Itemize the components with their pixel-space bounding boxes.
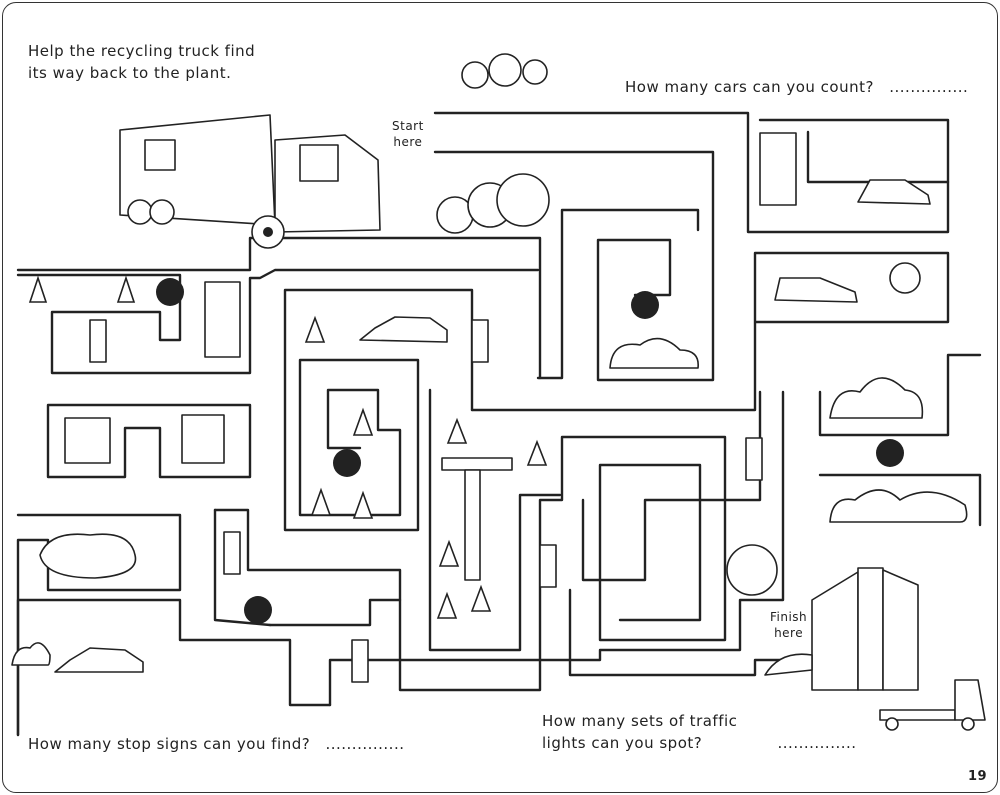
- instructions-line-2: its way back to the plant.: [28, 64, 232, 82]
- traffic-lights-question: How many sets of traffic lights can you …: [542, 710, 857, 754]
- traffic-lights-question-line-2: lights can you spot?: [542, 734, 703, 752]
- instructions-line-1: Help the recycling truck find: [28, 42, 256, 60]
- recycling-plant-icon: [764, 567, 919, 691]
- finish-label-line-2: here: [774, 626, 804, 640]
- page-number: 19: [968, 769, 988, 784]
- cone-icon: [28, 275, 548, 619]
- crane-icon: [441, 457, 513, 581]
- stop-signs-question: How many stop signs can you find? ......…: [28, 733, 405, 755]
- maze-walls: [16, 111, 982, 737]
- stop-signs-answer-blank[interactable]: ...............: [325, 735, 405, 753]
- traffic-lights-answer-blank[interactable]: ...............: [777, 734, 857, 752]
- start-label: Start here: [392, 118, 424, 150]
- building-icon: [64, 132, 797, 464]
- flatbed-truck-icon: [879, 679, 986, 731]
- recycling-truck-icon: [119, 114, 381, 249]
- start-label-line-1: Start: [392, 119, 424, 133]
- car-icon: [54, 179, 931, 673]
- instructions: Help the recycling truck find its way ba…: [28, 40, 255, 84]
- tree-icon: [436, 53, 921, 596]
- start-label-line-2: here: [393, 135, 423, 149]
- finish-label-line-1: Finish: [770, 610, 808, 624]
- stop-sign-icon: [156, 278, 904, 624]
- traffic-light-icon: [89, 319, 763, 683]
- traffic-lights-question-line-1: How many sets of traffic: [542, 712, 738, 730]
- stop-signs-question-text: How many stop signs can you find?: [28, 735, 311, 753]
- cloud-icon: [11, 337, 968, 666]
- pond-icon: [39, 533, 137, 579]
- cars-answer-blank[interactable]: ...............: [889, 78, 969, 96]
- finish-label: Finish here: [770, 609, 807, 641]
- cars-question-text: How many cars can you count?: [625, 78, 874, 96]
- cars-question: How many cars can you count? ...........…: [625, 76, 968, 98]
